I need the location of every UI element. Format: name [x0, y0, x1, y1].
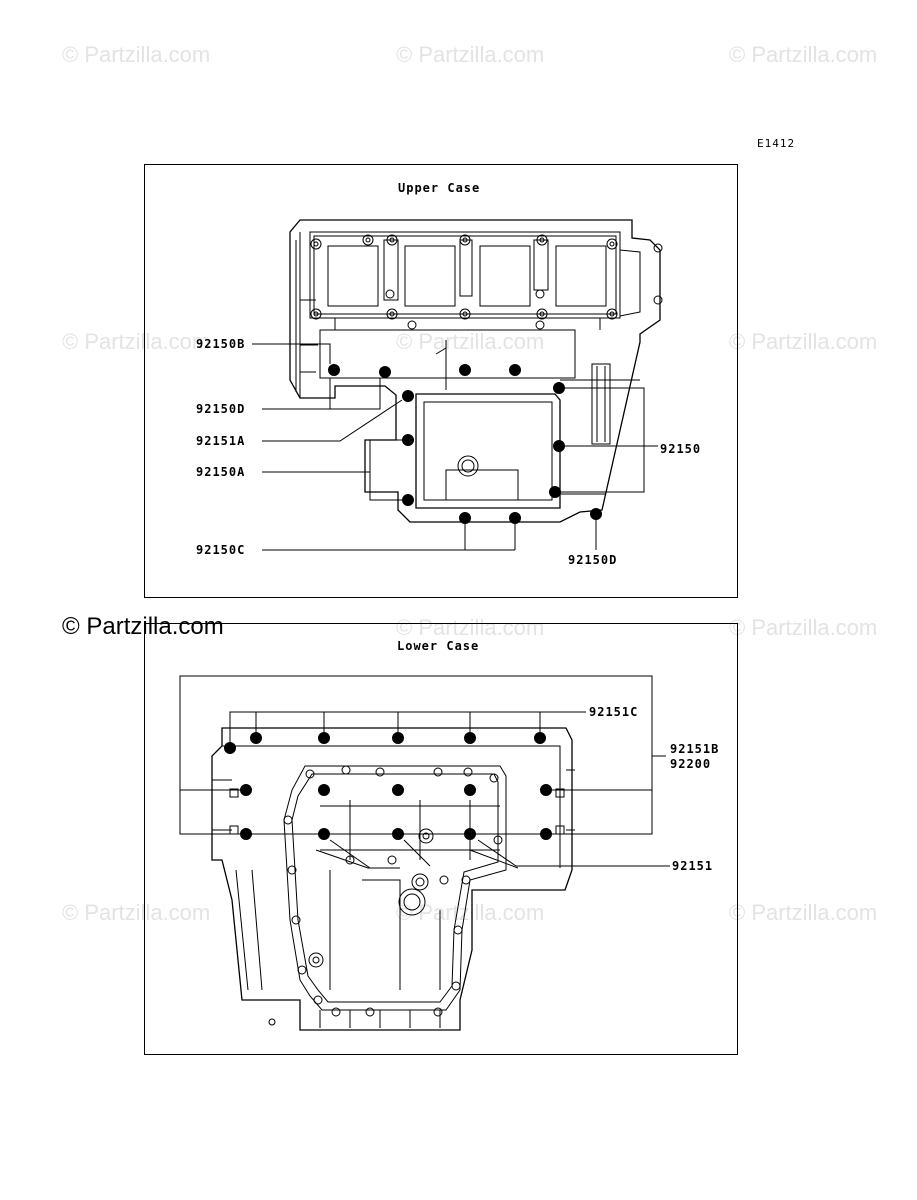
watermark: © Partzilla.com [729, 42, 878, 67]
part-label-92151b: 92151B [670, 742, 720, 756]
lower-case-title: Lower Case [397, 639, 480, 653]
upper-case-frame [144, 164, 738, 598]
watermark: © Partzilla.com [729, 900, 878, 925]
part-label-92150d-right: 92150D [568, 553, 618, 567]
watermark: © Partzilla.com [396, 615, 545, 640]
lower-case-bolts [268, 765, 503, 1026]
upper-case-marked-bolts [328, 364, 602, 524]
part-label-92200: 92200 [670, 757, 712, 771]
watermark: © Partzilla.com [396, 900, 545, 925]
watermark: © Partzilla.com [729, 329, 878, 354]
part-label-92150b: 92150B [196, 337, 246, 351]
lower-case-marked-bolts [224, 732, 552, 840]
watermark-prominent: © Partzilla.com [62, 613, 224, 640]
diagram-code: E1412 [757, 137, 796, 150]
upper-case-title: Upper Case [398, 181, 481, 195]
part-label-92151c: 92151C [589, 705, 639, 719]
part-label-92151: 92151 [672, 859, 714, 873]
part-label-92150d-left: 92150D [196, 402, 246, 416]
part-label-92151a: 92151A [196, 434, 246, 448]
lower-case-leaders [179, 675, 670, 869]
watermark: © Partzilla.com [62, 900, 211, 925]
part-label-92150a: 92150A [196, 465, 246, 479]
upper-case-outline [289, 219, 661, 523]
lower-case-frame [144, 623, 738, 1055]
watermark: © Partzilla.com [396, 329, 545, 354]
watermark: © Partzilla.com [62, 42, 211, 67]
upper-case-leaders [252, 343, 658, 551]
upper-case-bolts [310, 234, 663, 330]
part-label-92150c: 92150C [196, 543, 246, 557]
watermark: © Partzilla.com [729, 615, 878, 640]
watermark: © Partzilla.com [62, 329, 211, 354]
lower-case-outline [211, 727, 575, 1031]
part-label-92150: 92150 [660, 442, 702, 456]
watermark: © Partzilla.com [396, 42, 545, 67]
